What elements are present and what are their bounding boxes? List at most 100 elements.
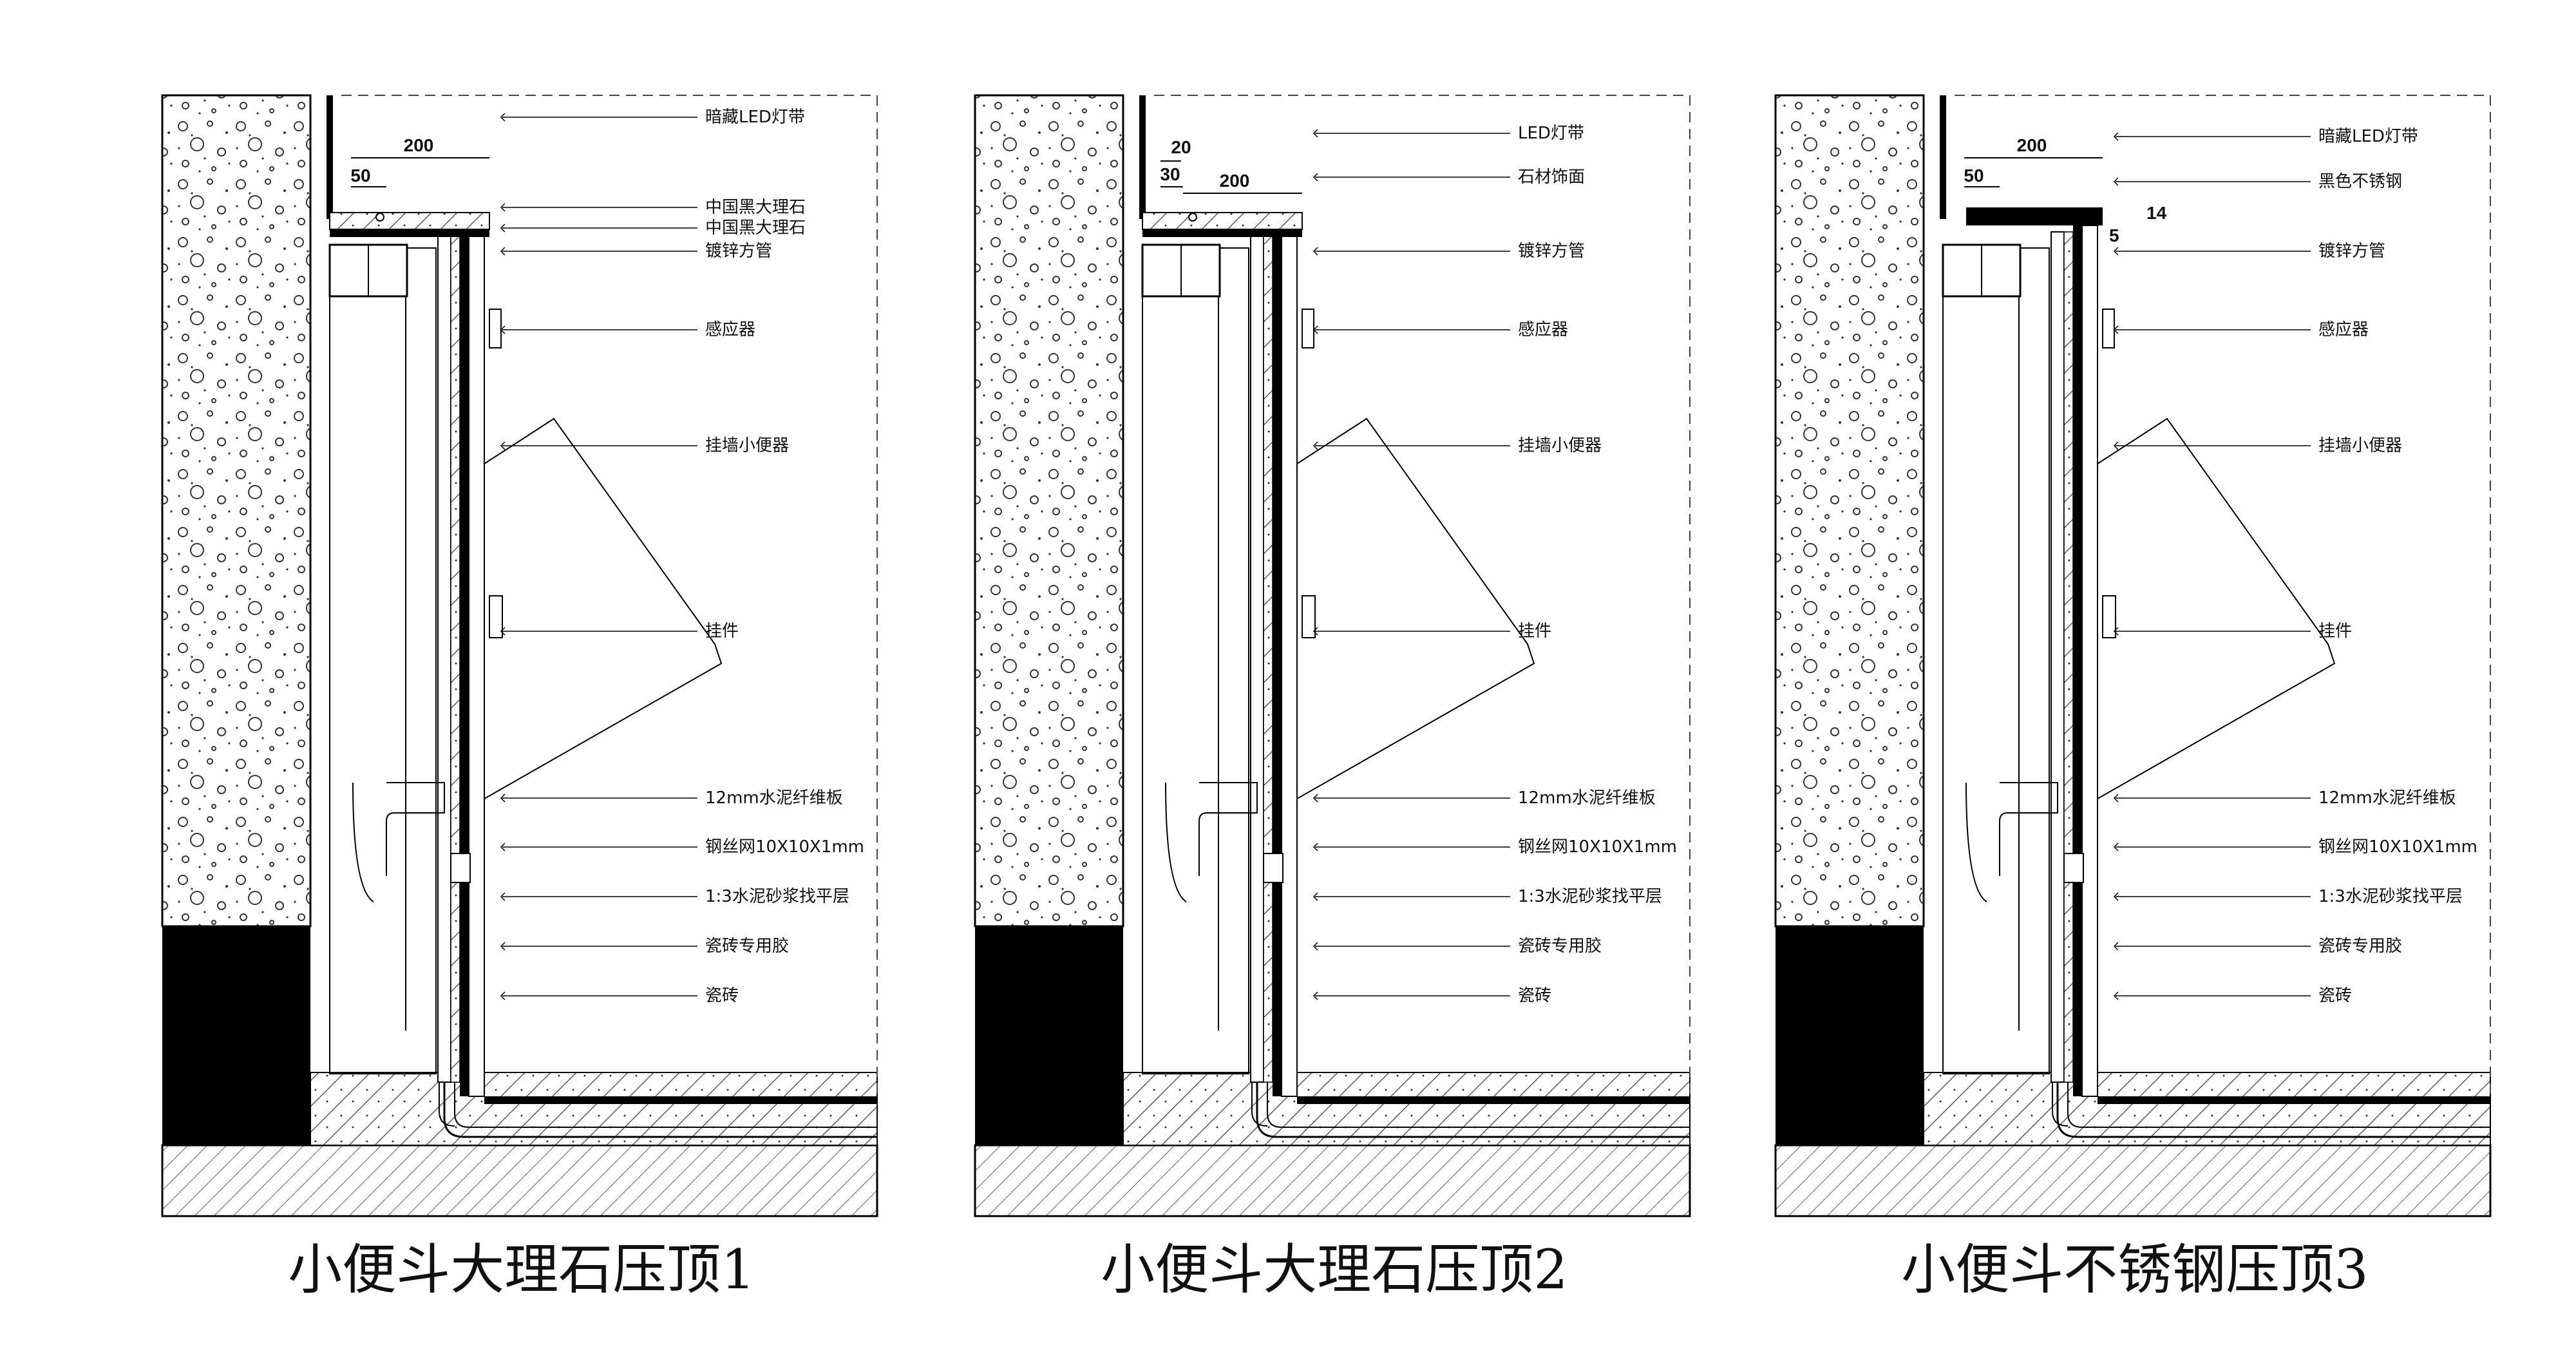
floor-slab — [161, 1144, 878, 1217]
callout-label: 石材饰面 — [1518, 167, 1585, 187]
callout-label: 瓷砖 — [2318, 986, 2352, 1005]
sensor — [2102, 309, 2115, 348]
led-strip — [1188, 213, 1197, 222]
drain-pipe — [1256, 1074, 1690, 1138]
callout-label: 12mm水泥纤维板 — [1518, 788, 1656, 808]
sensor — [1302, 309, 1314, 348]
mortar-layer — [2063, 231, 2074, 1083]
tile-face — [2081, 225, 2098, 1097]
drain-pipe-inner — [454, 1074, 877, 1128]
trap-pipe — [1999, 782, 2058, 876]
callout-label: 钢丝网10X10X1mm — [705, 837, 864, 857]
dimension-50: 50 — [1964, 166, 1984, 186]
floor-screed — [1122, 1072, 1690, 1146]
urinal-profile — [484, 417, 723, 799]
dimension-200: 200 — [2017, 135, 2047, 155]
detail-title: 小便斗大理石压顶1 — [288, 1238, 755, 1301]
callout-label: 钢丝网10X10X1mm — [1518, 837, 1677, 857]
callout-label: LED灯带 — [1518, 124, 1584, 143]
fiber-cement-board — [1250, 231, 1264, 1083]
dimension-50: 50 — [350, 166, 370, 186]
detail-1: 20050暗藏LED灯带中国黑大理石中国黑大理石镀锌方管感应器挂墙小便器挂件12… — [161, 94, 878, 1301]
frame-cavity — [329, 247, 437, 1074]
marble-capping — [329, 212, 490, 230]
mortar-layer — [1263, 231, 1273, 1083]
concrete-wall — [974, 94, 1124, 928]
hanger-bracket — [489, 595, 503, 638]
callout-label: 黑色不锈钢 — [2318, 172, 2402, 191]
hanger-bracket — [2102, 595, 2116, 638]
tile-layer — [1273, 225, 1282, 1096]
trap-pipe — [1198, 782, 1258, 876]
led-strip — [1989, 213, 1998, 222]
urinal-profile — [1296, 417, 1535, 799]
callout-label: 感应器 — [705, 320, 755, 339]
callout-label: 瓷砖专用胶 — [1518, 937, 1602, 956]
drain-pipe-inner — [1267, 1074, 1690, 1128]
plinth-block — [975, 926, 1123, 1145]
marble-capping-base — [330, 229, 489, 237]
tile-layer — [460, 225, 469, 1096]
led-strip — [375, 213, 384, 222]
room-outline — [1955, 95, 2491, 1096]
callout-label: 瓷砖 — [1518, 986, 1551, 1005]
floor-screed — [310, 1072, 878, 1146]
dimension-5: 5 — [2109, 225, 2119, 245]
detail-title: 小便斗不锈钢压顶3 — [1901, 1238, 2368, 1301]
floor-slab — [1774, 1144, 2492, 1217]
callout-label: 挂件 — [1518, 622, 1551, 641]
detail-3: 20050514暗藏LED灯带黑色不锈钢镀锌方管感应器挂墙小便器挂件12mm水泥… — [1774, 94, 2492, 1301]
callout-label: 中国黑大理石 — [705, 198, 806, 217]
floor-tile — [1297, 1096, 1690, 1104]
dimension-30: 30 — [1160, 164, 1180, 184]
callout-label: 12mm水泥纤维板 — [705, 788, 843, 808]
callout-label: 挂墙小便器 — [1518, 436, 1602, 455]
dimension-200: 200 — [1220, 171, 1250, 191]
frame-cavity — [1142, 247, 1249, 1074]
callout-label: 镀锌方管 — [1518, 242, 1585, 261]
marble-capping-base — [1142, 229, 1302, 237]
urinal-profile — [2097, 417, 2336, 799]
callout-label: 挂件 — [705, 622, 739, 641]
callout-label: 瓷砖专用胶 — [705, 937, 789, 956]
concrete-wall — [1774, 94, 1925, 928]
concrete-wall — [161, 94, 312, 928]
callout-label: 1:3水泥砂浆找平层 — [2318, 887, 2463, 906]
pipe-fitting — [450, 853, 471, 883]
sensor — [489, 309, 502, 348]
callout-label: 1:3水泥砂浆找平层 — [1518, 887, 1662, 906]
plinth-block — [1776, 926, 1924, 1145]
tile-layer — [2073, 225, 2082, 1096]
steel-capping — [1966, 207, 2103, 225]
marble-capping — [1142, 212, 1303, 230]
tile-face — [468, 225, 485, 1097]
dimension-14: 14 — [2146, 203, 2167, 223]
callout-label: 镀锌方管 — [705, 242, 772, 261]
trap-pipe — [386, 782, 445, 876]
mortar-layer — [450, 231, 460, 1083]
callout-label: 钢丝网10X10X1mm — [2318, 837, 2477, 857]
drain-pipe-inner — [2067, 1074, 2490, 1128]
callout-label: 感应器 — [2318, 320, 2369, 339]
frame-cavity — [1942, 247, 2050, 1074]
hanger-bracket — [1302, 595, 1316, 638]
floor-tile — [2098, 1096, 2490, 1104]
floor-slab — [974, 1144, 1691, 1217]
detail-title: 小便斗大理石压顶2 — [1101, 1238, 1567, 1301]
callout-label: 瓷砖专用胶 — [2318, 937, 2402, 956]
pipe-fitting — [1263, 853, 1283, 883]
drain-pipe — [443, 1074, 877, 1138]
dimension-20: 20 — [1171, 137, 1191, 157]
callout-label: 12mm水泥纤维板 — [2318, 788, 2456, 808]
callout-label: 中国黑大理石 — [705, 218, 806, 238]
callout-label: 挂件 — [2318, 622, 2352, 641]
dimension-200: 200 — [404, 135, 434, 155]
fiber-cement-board — [2050, 231, 2065, 1083]
floor-tile — [484, 1096, 877, 1104]
tile-face — [1281, 225, 1298, 1097]
plinth-block — [162, 926, 310, 1145]
callout-label: 感应器 — [1518, 320, 1568, 339]
room-outline — [1154, 95, 1690, 1096]
